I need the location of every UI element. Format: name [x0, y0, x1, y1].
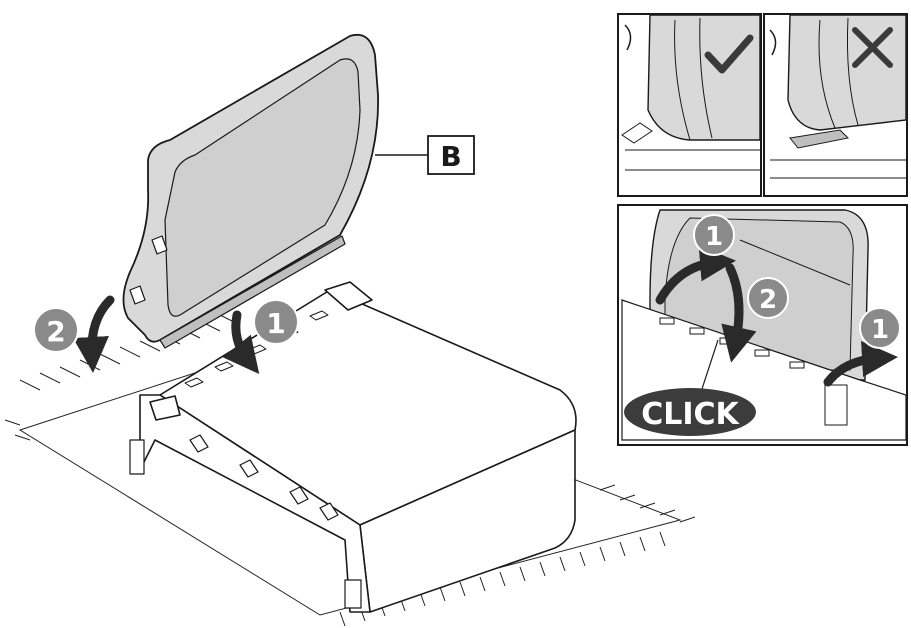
main-step-2-badge: 2 — [33, 307, 79, 353]
base-unit — [129, 281, 577, 613]
detail-correct — [617, 13, 762, 197]
svg-text:2: 2 — [759, 285, 777, 315]
base-front-face — [359, 429, 576, 613]
install-step-2-badge: 2 — [747, 277, 789, 319]
part-label-box: B — [427, 135, 475, 175]
svg-text:1: 1 — [705, 222, 723, 252]
click-bubble: CLICK — [624, 388, 756, 436]
detail-install: 1 2 1 CLICK — [617, 204, 908, 446]
detail-incorrect — [763, 13, 908, 197]
cross-icon — [852, 27, 893, 68]
svg-text:1: 1 — [266, 307, 285, 340]
svg-text:2: 2 — [46, 315, 65, 348]
panel-b-inner — [164, 58, 361, 317]
check-icon — [704, 34, 754, 74]
main-step-1-arrow — [222, 310, 260, 375]
install-step-1a-badge: 1 — [693, 214, 735, 256]
main-step-1-badge: 1 — [253, 299, 299, 345]
svg-text:1: 1 — [871, 315, 889, 345]
panel-b — [122, 34, 428, 349]
main-step-2-arrow — [73, 295, 115, 373]
part-label-b: B — [440, 140, 461, 173]
click-label: CLICK — [641, 397, 740, 432]
install-step-1b-badge: 1 — [859, 307, 901, 349]
